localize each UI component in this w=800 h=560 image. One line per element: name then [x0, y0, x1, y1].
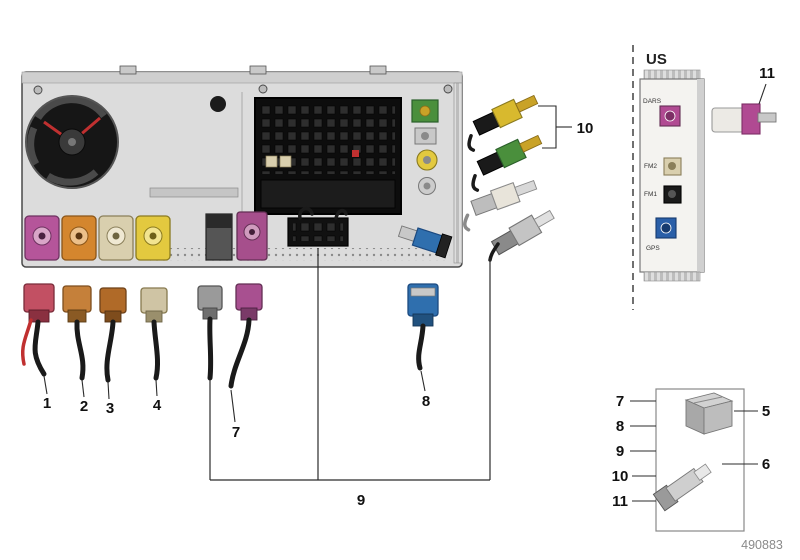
us-port-gps: GPS: [646, 217, 677, 252]
unit-port-green: [411, 99, 439, 123]
legend-row-11: 11: [612, 493, 628, 510]
red-wire: [20, 318, 33, 366]
legend-row-8: 8: [616, 418, 624, 435]
cable-connector-1: [20, 283, 55, 377]
main-connector-block: [254, 97, 402, 215]
cable-connector-2: [62, 285, 92, 381]
connector-11: [711, 103, 777, 135]
leader-line-7: [230, 389, 236, 423]
unit-port-silver: [414, 127, 437, 145]
vent-perforation: [150, 248, 450, 261]
unit-connector-purple: [236, 211, 268, 261]
cable-connector-4: [140, 287, 168, 381]
us-module: DARS FM2 FM1 GPS: [639, 69, 705, 282]
leader-line-3: [107, 381, 110, 400]
antenna-connector-yellow: [467, 94, 539, 152]
antenna-connector-chrome: [490, 209, 555, 256]
unit-port-round: [418, 177, 436, 195]
slot-detail: [149, 187, 239, 198]
leader-line-11: [758, 83, 767, 105]
callout-7: 7: [232, 424, 240, 441]
mount-tab: [249, 65, 267, 75]
cable-connector-8: [407, 283, 439, 371]
head-unit-top-edge: [21, 71, 463, 84]
block-red-key: [352, 150, 359, 157]
connector-11-pin: [757, 112, 777, 123]
mount-tab: [119, 65, 137, 75]
heatsink-fins-bottom: [643, 271, 701, 282]
leader-line-1: [43, 375, 48, 395]
heatsink-fins-top: [643, 69, 701, 80]
leader-line-2: [81, 379, 85, 398]
callout-4: 4: [153, 397, 162, 414]
us-port-gps-label: GPS: [646, 245, 660, 252]
block-cream-key: [265, 155, 278, 168]
callout-1: 1: [43, 395, 51, 412]
antenna-connector-white: [463, 179, 538, 232]
leader-line-4: [155, 379, 158, 397]
legend-row-10: 10: [612, 468, 629, 485]
leader-line-8: [420, 370, 426, 392]
unit-connector-amber: [61, 215, 97, 261]
heatsink-edge: [453, 82, 463, 264]
us-label: US: [646, 51, 667, 68]
legend-item-6-terminal: [652, 463, 712, 512]
part-number: 490883: [741, 538, 783, 552]
harness-connector-9: [287, 206, 349, 247]
chrome-detail: [410, 287, 436, 297]
us-port-fm1-label: FM1: [644, 191, 657, 198]
us-port-fm2: FM2: [644, 157, 682, 176]
block-cream-key: [279, 155, 292, 168]
cable-connector-7-purple: [228, 283, 263, 389]
unit-connector-magenta: [24, 215, 60, 261]
callout-2: 2: [80, 398, 88, 415]
harness-routing-lines: [209, 248, 491, 481]
head-unit: [21, 65, 463, 268]
mount-tab: [369, 65, 387, 75]
callout-9: 9: [357, 492, 365, 509]
hole-detail: [210, 96, 226, 112]
us-port-dars: DARS: [643, 98, 681, 127]
unit-connector-cream: [98, 215, 134, 261]
screw: [443, 84, 453, 94]
bracket-10: [538, 105, 572, 149]
cable-connector-7-gray: [197, 285, 223, 381]
unit-connector-yellow: [135, 215, 171, 261]
screw: [258, 84, 268, 94]
screw: [33, 85, 43, 95]
legend-numbers: 7 8 9 10 11: [612, 393, 656, 510]
us-port-fm1: FM1: [644, 185, 682, 204]
callout-6: 6: [762, 456, 770, 473]
callout-3: 3: [106, 400, 114, 417]
harness-wire: [334, 208, 348, 220]
cable-connector-3: [99, 287, 127, 383]
harness-wire: [298, 206, 314, 220]
unit-port-yellow: [416, 149, 438, 171]
antenna-connector-green: [471, 134, 543, 192]
cooling-fan: [25, 95, 119, 189]
us-port-dars-label: DARS: [643, 98, 662, 105]
unit-blue-fakra: [397, 225, 453, 259]
unit-connector-gray: [205, 213, 233, 261]
callout-5: 5: [762, 403, 770, 420]
us-module-shadow: [697, 79, 704, 272]
callout-10: 10: [577, 120, 594, 137]
legend-row-9: 9: [616, 443, 624, 460]
legend-row-7: 7: [616, 393, 624, 410]
callout-11: 11: [759, 65, 775, 82]
legend-item-5-housing: [684, 392, 734, 435]
us-port-fm2-label: FM2: [644, 163, 657, 170]
callout-8: 8: [422, 393, 430, 410]
